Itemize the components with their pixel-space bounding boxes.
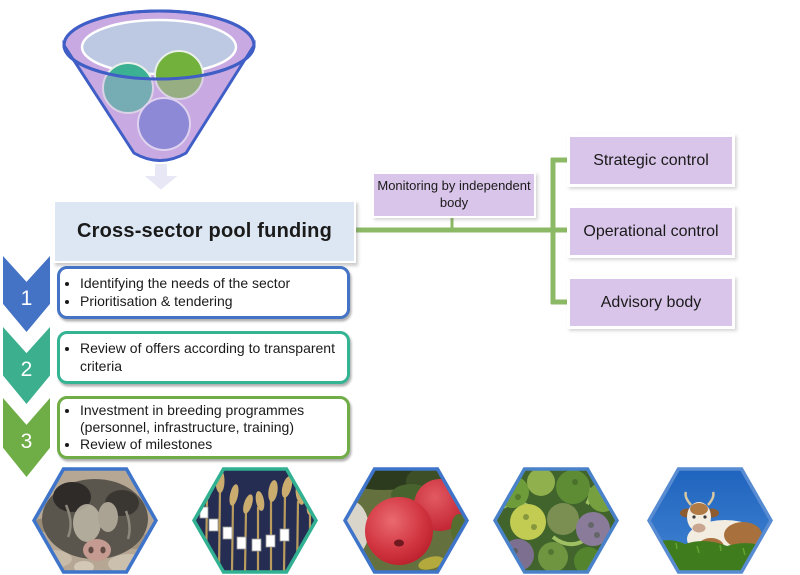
monitoring-label: Monitoring by independent body bbox=[377, 178, 531, 210]
down-arrow-icon bbox=[141, 162, 181, 192]
sector-hexagon-apples bbox=[343, 467, 469, 574]
step-1-box: Identifying the needs of the sector Prio… bbox=[57, 266, 350, 319]
monitoring-box: Monitoring by independent body bbox=[372, 172, 536, 218]
strategic-control-box: Strategic control bbox=[567, 134, 735, 187]
operational-control-box: Operational control bbox=[567, 205, 735, 258]
strategic-control-label: Strategic control bbox=[593, 151, 709, 169]
step-2-number: 2 bbox=[20, 358, 33, 382]
advisory-body-box: Advisory body bbox=[567, 276, 735, 329]
step-3-bullet-1: Investment in breeding programmes (perso… bbox=[80, 402, 343, 436]
operational-control-label: Operational control bbox=[583, 222, 719, 240]
funnel-circle-blue bbox=[137, 97, 191, 151]
sector-hexagon-brassicas bbox=[493, 467, 619, 574]
step-1-number: 1 bbox=[20, 286, 33, 310]
cow-photo bbox=[649, 469, 771, 572]
sector-hexagon-cow bbox=[647, 467, 773, 574]
funding-title-box: Cross-sector pool funding bbox=[53, 200, 356, 263]
step-3-number: 3 bbox=[20, 430, 33, 454]
step-3-box: Investment in breeding programmes (perso… bbox=[57, 396, 350, 459]
apples-photo bbox=[345, 469, 467, 572]
step-1-bullet-1: Identifying the needs of the sector bbox=[80, 275, 343, 292]
brassicas-photo bbox=[495, 469, 617, 572]
step-3-bullet-2: Review of milestones bbox=[80, 436, 343, 453]
wheat-trial-photo bbox=[194, 469, 316, 572]
step-2-bullet-1: Review of offers according to transparen… bbox=[80, 340, 343, 374]
funding-title: Cross-sector pool funding bbox=[77, 220, 332, 242]
advisory-body-label: Advisory body bbox=[600, 293, 702, 311]
funnel-icon bbox=[62, 9, 256, 162]
sector-hexagon-wheat bbox=[192, 467, 318, 574]
sector-hexagon-pig bbox=[32, 467, 158, 574]
step-2-box: Review of offers according to transparen… bbox=[57, 331, 350, 384]
pig-photo bbox=[34, 469, 156, 572]
step-1-bullet-2: Prioritisation & tendering bbox=[80, 293, 343, 310]
